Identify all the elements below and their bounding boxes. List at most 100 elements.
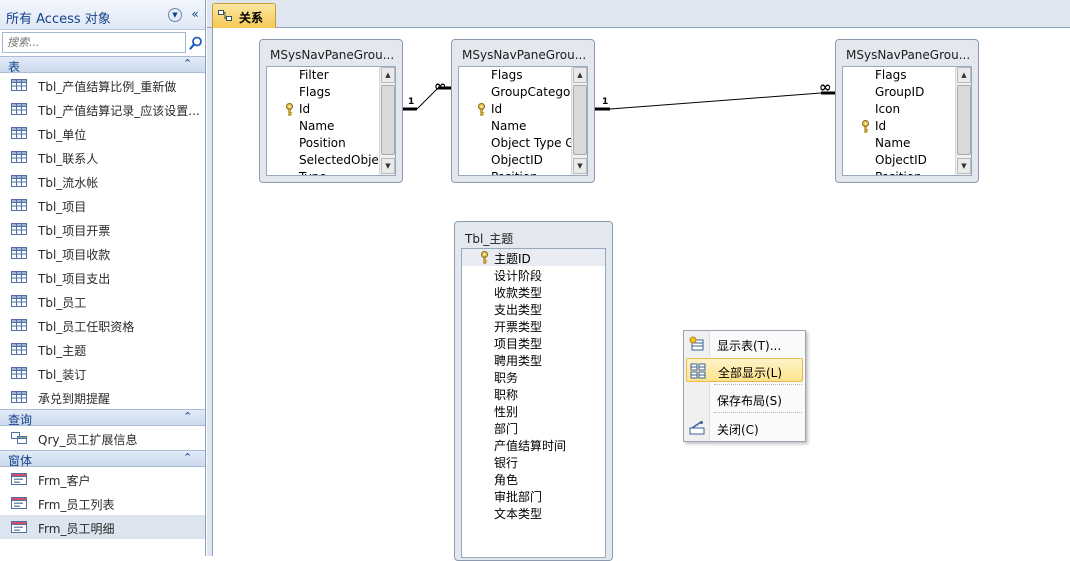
tab-relationships[interactable]: 关系 <box>212 3 276 28</box>
nav-item-table[interactable]: Tbl_产值结算记录_应该设置... <box>0 97 205 121</box>
nav-item-table[interactable]: Tbl_项目收款 <box>0 241 205 265</box>
field-row[interactable]: 文本类型 <box>462 504 605 521</box>
field-row[interactable]: 部门 <box>462 419 605 436</box>
field-list[interactable]: FilterFlagsIdNamePositionSelectedObjectT… <box>266 66 396 176</box>
field-row[interactable]: 聘用类型 <box>462 351 605 368</box>
field-row[interactable]: Position <box>843 169 955 175</box>
vertical-scrollbar[interactable]: ▲▼ <box>955 67 971 175</box>
nav-item-table[interactable]: Tbl_联系人 <box>0 145 205 169</box>
field-row[interactable]: 职务 <box>462 368 605 385</box>
field-row[interactable]: Id <box>459 101 571 118</box>
field-row[interactable]: Position <box>459 169 571 175</box>
scroll-up-icon[interactable]: ▲ <box>957 67 971 83</box>
nav-item-table[interactable]: Tbl_单位 <box>0 121 205 145</box>
nav-item-table[interactable]: Tbl_员工 <box>0 289 205 313</box>
field-row[interactable]: Flags <box>459 67 571 84</box>
nav-item-table[interactable]: Tbl_项目开票 <box>0 217 205 241</box>
field-row[interactable]: 支出类型 <box>462 300 605 317</box>
field-row[interactable]: 设计阶段 <box>462 266 605 283</box>
field-row[interactable]: 项目类型 <box>462 334 605 351</box>
scrollbar-thumb[interactable] <box>957 85 971 155</box>
field-row[interactable]: Icon <box>843 101 955 118</box>
table-box-title[interactable]: Tbl_主题 <box>465 232 514 246</box>
vertical-scrollbar[interactable]: ▲▼ <box>571 67 587 175</box>
vertical-scrollbar[interactable]: ▲▼ <box>379 67 395 175</box>
nav-item-table[interactable]: Tbl_项目支出 <box>0 265 205 289</box>
field-row[interactable]: 审批部门 <box>462 487 605 504</box>
nav-pane-header[interactable]: 所有 Access 对象 ▼ « <box>0 0 205 30</box>
field-row[interactable]: SelectedObject <box>267 152 390 169</box>
field-row[interactable]: Filter <box>267 67 379 84</box>
table-box-title[interactable]: MSysNavPaneGrou... <box>846 48 971 62</box>
field-row[interactable]: GroupCategoryID <box>459 84 587 101</box>
nav-collapse-icon[interactable]: « <box>191 7 199 21</box>
nav-item-table[interactable]: Tbl_主题 <box>0 337 205 361</box>
nav-item-table[interactable]: Tbl_流水帐 <box>0 169 205 193</box>
relationship-line-1[interactable]: 1 ∞ <box>402 77 451 111</box>
field-row[interactable]: Position <box>267 135 379 152</box>
field-row[interactable]: Id <box>843 118 955 135</box>
field-row[interactable]: 产值结算时间 <box>462 436 605 453</box>
search-icon[interactable] <box>189 36 203 50</box>
table-box-title[interactable]: MSysNavPaneGrou... <box>270 48 395 62</box>
scroll-down-icon[interactable]: ▼ <box>381 158 395 174</box>
search-input[interactable] <box>2 32 186 53</box>
field-row[interactable]: 银行 <box>462 453 605 470</box>
collapse-group-icon[interactable]: ⌃ <box>183 410 193 423</box>
nav-item-form[interactable]: Frm_员工列表 <box>0 491 205 515</box>
relationship-line-2[interactable]: 1 ∞ <box>595 78 835 111</box>
nav-pane-title[interactable]: 所有 Access 对象 <box>6 12 111 27</box>
group-header-forms[interactable]: 窗体 ⌃ <box>0 450 205 468</box>
field-row[interactable]: Name <box>267 118 379 135</box>
field-row[interactable]: Name <box>459 118 571 135</box>
scrollbar-thumb[interactable] <box>381 85 395 155</box>
field-row[interactable]: 收款类型 <box>462 283 605 300</box>
nav-item-query[interactable]: Qry_员工扩展信息 <box>0 426 205 450</box>
nav-menu-dropdown-icon[interactable]: ▼ <box>168 8 182 22</box>
group-header-queries[interactable]: 查询 ⌃ <box>0 409 205 427</box>
menu-item-show-table[interactable]: 显示表(T)... <box>686 332 803 356</box>
field-name: Type <box>299 170 327 175</box>
field-row[interactable]: Type <box>267 169 379 175</box>
field-row[interactable]: 角色 <box>462 470 605 487</box>
nav-item-table[interactable]: Tbl_装订 <box>0 361 205 385</box>
nav-item-form[interactable]: Frm_客户 <box>0 467 205 491</box>
menu-item-save-layout[interactable]: 保存布局(S) <box>686 387 803 411</box>
collapse-group-icon[interactable]: ⌃ <box>183 57 193 70</box>
menu-item-close[interactable]: 关闭(C) <box>686 416 803 440</box>
scroll-up-icon[interactable]: ▲ <box>381 67 395 83</box>
field-row[interactable]: 职称 <box>462 385 605 402</box>
scroll-down-icon[interactable]: ▼ <box>957 158 971 174</box>
field-row[interactable]: Id <box>267 101 379 118</box>
scrollbar-thumb[interactable] <box>573 85 587 155</box>
field-row[interactable]: Flags <box>267 84 379 101</box>
menu-item-show-all[interactable]: 全部显示(L) <box>686 358 803 382</box>
field-list[interactable]: FlagsGroupIDIconIdNameObjectIDPosition▲▼ <box>842 66 972 176</box>
field-row[interactable]: Flags <box>843 67 955 84</box>
scroll-down-icon[interactable]: ▼ <box>573 158 587 174</box>
nav-item-table[interactable]: 承兑到期提醒 <box>0 385 205 409</box>
scroll-up-icon[interactable]: ▲ <box>573 67 587 83</box>
field-row[interactable]: 开票类型 <box>462 317 605 334</box>
collapse-group-icon[interactable]: ⌃ <box>183 451 193 464</box>
field-row[interactable]: 性别 <box>462 402 605 419</box>
field-row[interactable]: GroupID <box>843 84 955 101</box>
nav-item-table[interactable]: Tbl_产值结算比例_重新做 <box>0 73 205 97</box>
nav-item-form[interactable]: Frm_员工明细 <box>0 515 205 539</box>
group-header-tables[interactable]: 表 ⌃ <box>0 56 205 74</box>
field-row[interactable]: Object Type Group <box>459 135 587 152</box>
field-row[interactable]: Name <box>843 135 955 152</box>
nav-item-table[interactable]: Tbl_员工任职资格 <box>0 313 205 337</box>
field-row[interactable]: ObjectID <box>843 152 955 169</box>
table-box-title[interactable]: MSysNavPaneGrou... <box>462 48 587 62</box>
nav-item-table[interactable]: Tbl_项目 <box>0 193 205 217</box>
field-row[interactable]: 主题ID <box>462 249 605 266</box>
field-row[interactable]: ObjectID <box>459 152 571 169</box>
